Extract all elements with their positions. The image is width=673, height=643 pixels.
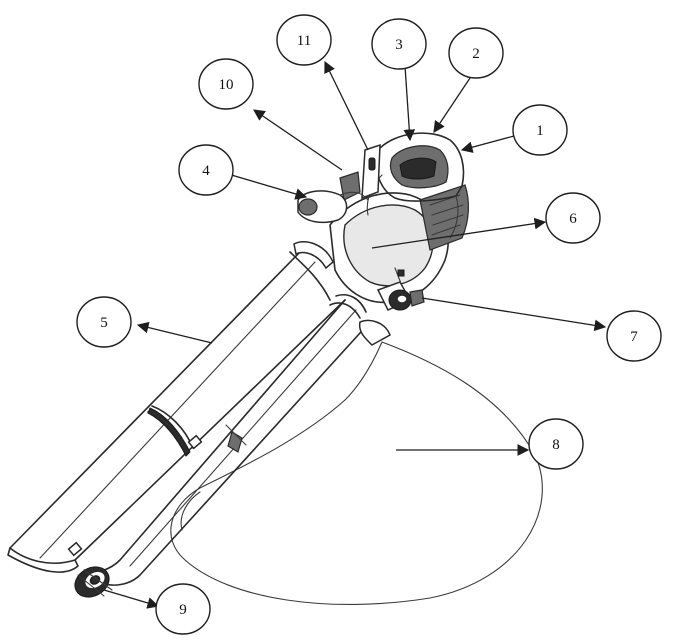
callout-3: 3	[371, 18, 427, 70]
callout-6: 6	[545, 192, 601, 244]
callout-label-1: 1	[536, 123, 544, 139]
callout-label-3: 3	[395, 37, 403, 53]
callout-8: 8	[528, 418, 584, 470]
callout-2: 2	[448, 27, 504, 79]
leader-3	[403, 65, 416, 142]
neck-band	[289, 241, 334, 301]
callout-label-2: 2	[472, 46, 480, 62]
callout-1: 1	[512, 104, 568, 156]
leader-9	[103, 589, 160, 609]
callout-label-11: 11	[297, 33, 311, 49]
leader-7	[421, 297, 607, 332]
callout-10: 10	[198, 58, 254, 110]
leader-6	[371, 217, 547, 249]
leader-10	[253, 109, 343, 171]
leader-1	[460, 135, 515, 153]
callout-label-7: 7	[630, 329, 638, 345]
front-grip-knob	[297, 190, 369, 224]
selector-lever	[358, 267, 425, 346]
collection-bag	[170, 341, 543, 605]
callout-7: 7	[606, 310, 662, 362]
support-wheel	[74, 566, 113, 598]
leader-lines	[103, 60, 607, 609]
callout-4: 4	[178, 144, 234, 196]
callout-label-5: 5	[100, 315, 108, 331]
callout-label-6: 6	[569, 211, 577, 227]
leader-2	[433, 77, 471, 133]
callout-label-4: 4	[202, 163, 210, 179]
leader-5	[136, 321, 213, 344]
callout-label-10: 10	[219, 77, 234, 93]
callout-5: 5	[76, 296, 132, 348]
callout-label-9: 9	[179, 602, 187, 618]
callout-11: 11	[276, 14, 332, 66]
callout-9: 9	[155, 583, 211, 635]
leader-11	[324, 60, 369, 151]
blower-tube	[7, 251, 346, 573]
handle-assembly	[366, 132, 465, 239]
vacuum-tube	[84, 294, 371, 586]
callout-label-8: 8	[552, 437, 560, 453]
switch-assembly	[339, 143, 381, 201]
leader-4	[227, 173, 308, 200]
